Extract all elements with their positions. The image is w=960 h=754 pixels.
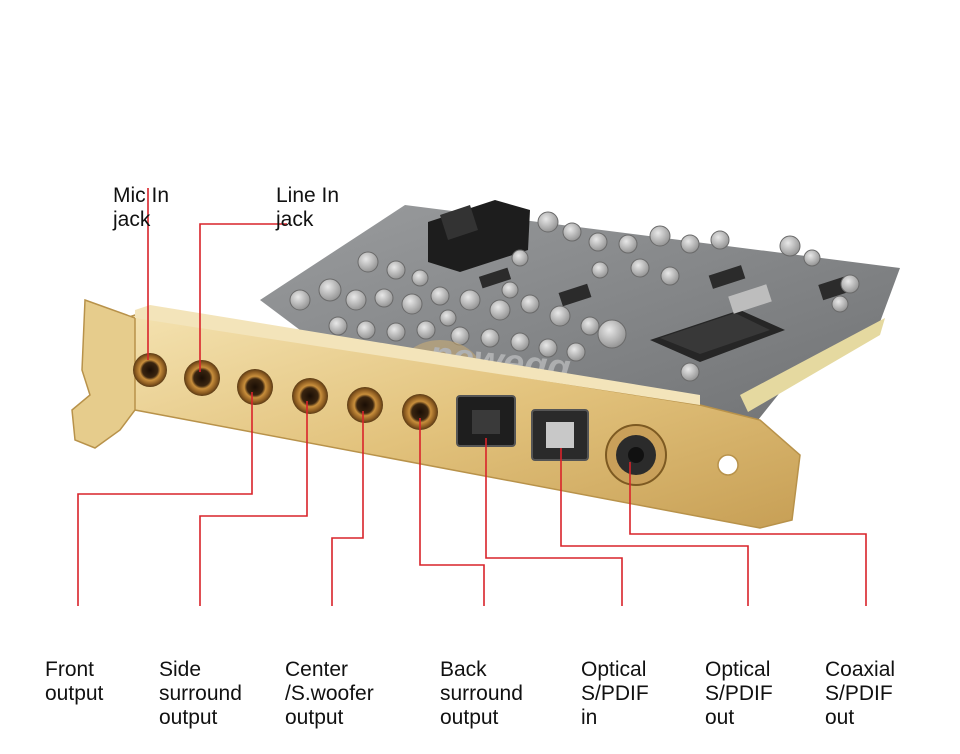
sound-card-illustration: newegg: [71, 188, 900, 606]
jack-row: [133, 353, 667, 486]
leader-center: [331, 411, 364, 606]
back-surround-jack: [402, 394, 438, 430]
leader-line-in: [199, 223, 287, 372]
front-output-jack: [237, 369, 273, 405]
leader-lines: [77, 188, 867, 606]
mic-in-jack: [133, 353, 167, 387]
side-surround-jack: [292, 378, 328, 414]
leader-optical-out: [560, 448, 749, 606]
circuit-board: [260, 200, 900, 430]
leader-back: [419, 418, 485, 606]
leader-optical-in: [485, 438, 623, 606]
line-in-jack: [184, 360, 220, 396]
leader-coaxial: [629, 462, 867, 606]
center-woofer-jack: [347, 387, 383, 423]
leader-front: [77, 392, 253, 606]
leader-side: [199, 401, 308, 606]
